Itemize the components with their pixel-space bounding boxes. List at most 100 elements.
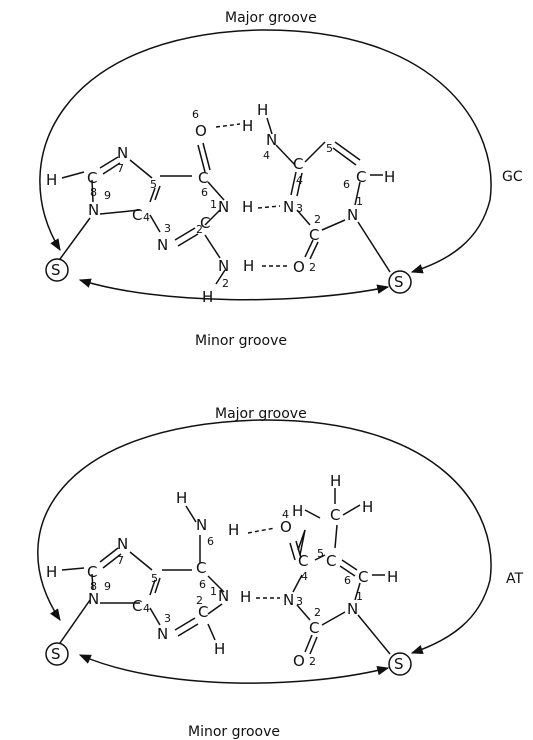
at-thymine-bonds (289, 488, 391, 655)
svg-text:N: N (218, 587, 229, 605)
gc-guanine-atoms: H C 8 N 7 N 9 C 4 5 N 3 2 C C 6 O 6 1 N … (46, 108, 254, 306)
svg-text:5: 5 (151, 572, 158, 585)
svg-text:C: C (198, 603, 208, 621)
svg-text:1: 1 (356, 590, 363, 603)
svg-text:4: 4 (296, 174, 303, 187)
svg-text:C: C (326, 552, 336, 570)
at-minor-groove-label: Minor groove (188, 724, 280, 740)
svg-text:C: C (358, 568, 368, 586)
svg-text:7: 7 (117, 162, 124, 175)
svg-text:6: 6 (199, 578, 206, 591)
svg-text:1: 1 (356, 195, 363, 208)
svg-text:6: 6 (192, 108, 199, 121)
at-major-groove-label: Major groove (215, 406, 307, 422)
svg-text:S: S (51, 261, 61, 279)
svg-text:2: 2 (196, 594, 203, 607)
svg-text:H: H (330, 472, 341, 490)
svg-text:N: N (157, 236, 168, 254)
svg-text:C: C (87, 563, 97, 581)
at-adenine-atoms: H C 8 N 7 N 9 C 4 5 N 3 C 2 H C 6 N 6 H … (46, 489, 251, 658)
svg-text:H: H (240, 588, 251, 606)
svg-text:H: H (243, 257, 254, 275)
svg-text:N: N (283, 591, 294, 609)
at-minor-groove-arc (78, 654, 390, 684)
svg-text:H: H (292, 502, 303, 520)
at-pair-name: AT (506, 571, 523, 587)
gc-pair-name: GC (502, 169, 523, 185)
svg-text:2: 2 (309, 655, 316, 668)
gc-guanine-bonds (59, 142, 226, 285)
svg-text:2: 2 (222, 277, 229, 290)
svg-text:7: 7 (117, 554, 124, 567)
svg-text:3: 3 (164, 222, 171, 235)
gc-sugar-right: S (388, 270, 412, 294)
svg-text:C: C (293, 155, 303, 173)
gc-major-groove-arc (39, 29, 492, 274)
svg-text:2: 2 (196, 223, 203, 236)
svg-text:H: H (362, 498, 373, 516)
at-sugar-right: S (388, 652, 412, 676)
svg-text:2: 2 (314, 213, 321, 226)
svg-text:O: O (293, 258, 305, 276)
svg-text:O: O (195, 122, 207, 140)
svg-text:S: S (394, 655, 404, 673)
svg-text:4: 4 (263, 149, 270, 162)
svg-text:6: 6 (207, 535, 214, 548)
at-thymine-atoms: O 4 H H H C C 4 C 5 C 6 H 1 N N 3 2 C O … (280, 472, 398, 670)
svg-text:N: N (283, 198, 294, 216)
svg-text:N: N (196, 516, 207, 534)
svg-text:C: C (132, 597, 142, 615)
svg-text:H: H (46, 171, 57, 189)
svg-text:N: N (218, 257, 229, 275)
gc-cytosine-atoms: H H N 4 C 4 5 C 6 H 1 N N 3 2 C O 2 (242, 101, 395, 276)
svg-text:C: C (132, 206, 142, 224)
at-major-groove-arc (37, 419, 492, 655)
svg-text:6: 6 (201, 186, 208, 199)
svg-text:C: C (356, 168, 366, 186)
svg-text:2: 2 (314, 606, 321, 619)
svg-text:C: C (298, 552, 308, 570)
svg-text:N: N (88, 201, 99, 219)
svg-text:O: O (280, 518, 292, 536)
svg-text:N: N (218, 198, 229, 216)
svg-text:H: H (214, 640, 225, 658)
svg-text:4: 4 (143, 211, 150, 224)
at-adenine-bonds (59, 505, 225, 644)
at-pair: Major groove Minor groove AT S S (37, 406, 523, 740)
gc-minor-groove-label: Minor groove (195, 333, 287, 349)
svg-text:N: N (117, 144, 128, 162)
gc-cytosine-bonds (266, 117, 391, 273)
svg-text:N: N (266, 131, 277, 149)
at-sugar-left: S (45, 642, 69, 666)
svg-text:4: 4 (301, 570, 308, 583)
svg-text:O: O (293, 652, 305, 670)
svg-text:N: N (347, 206, 358, 224)
gc-pair: Major groove Minor groove GC S S (39, 10, 523, 349)
svg-text:N: N (347, 600, 358, 618)
svg-text:9: 9 (104, 580, 111, 593)
svg-text:S: S (51, 645, 61, 663)
svg-text:5: 5 (326, 142, 333, 155)
svg-text:C: C (309, 226, 319, 244)
gc-hydrogen-bonds (215, 123, 290, 267)
svg-text:5: 5 (317, 547, 324, 560)
svg-text:3: 3 (164, 612, 171, 625)
svg-text:N: N (157, 625, 168, 643)
gc-major-groove-label: Major groove (225, 10, 317, 26)
svg-text:H: H (46, 563, 57, 581)
svg-text:8: 8 (90, 580, 97, 593)
svg-text:H: H (384, 168, 395, 186)
svg-text:H: H (228, 521, 239, 539)
at-hydrogen-bonds (247, 527, 280, 599)
svg-text:C: C (200, 214, 210, 232)
svg-text:C: C (309, 619, 319, 637)
svg-text:H: H (387, 568, 398, 586)
svg-text:4: 4 (282, 508, 289, 521)
svg-text:H: H (202, 288, 213, 306)
gc-minor-groove-arc (78, 278, 390, 301)
svg-text:N: N (88, 590, 99, 608)
svg-text:C: C (330, 506, 340, 524)
svg-text:H: H (242, 117, 253, 135)
svg-text:H: H (176, 489, 187, 507)
svg-text:C: C (198, 169, 208, 187)
